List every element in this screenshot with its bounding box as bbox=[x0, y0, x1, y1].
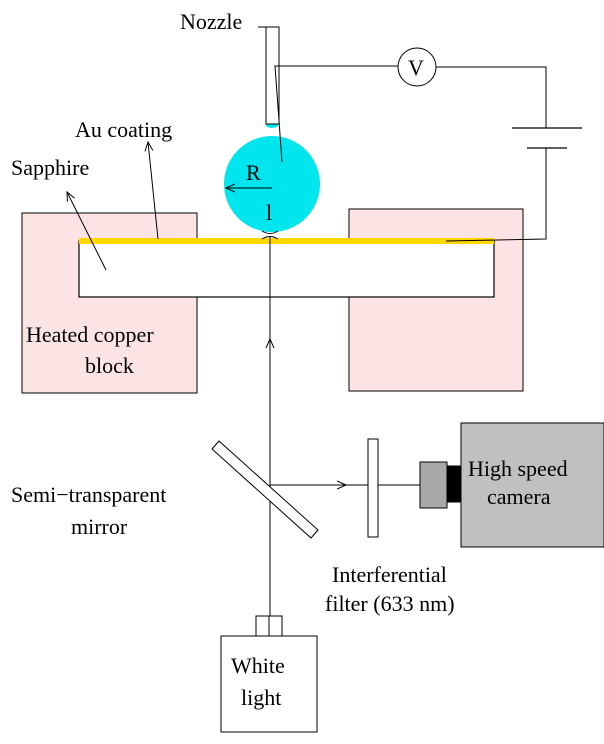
semi-transparent-mirror bbox=[211, 440, 319, 539]
electrode-wire bbox=[274, 65, 283, 163]
white-light-source bbox=[220, 635, 318, 733]
droplet bbox=[224, 136, 320, 232]
interferential-filter bbox=[367, 438, 379, 538]
circuit-wire-bottom bbox=[445, 148, 547, 242]
camera-lens-outer bbox=[419, 461, 448, 509]
camera-body bbox=[460, 422, 604, 548]
au-coating-label: Au coating bbox=[75, 117, 172, 142]
right-copper-block bbox=[348, 208, 524, 392]
light-label-line2: light bbox=[241, 685, 281, 710]
heated-block-label-line1: Heated copper bbox=[26, 322, 154, 347]
nozzle-label: Nozzle bbox=[180, 9, 242, 34]
sapphire-arrow bbox=[67, 192, 107, 271]
light-label-line1: White bbox=[231, 653, 285, 678]
mirror-label-line1: Semi−transparent bbox=[11, 482, 166, 507]
circuit-wire-top bbox=[274, 65, 398, 68]
camera-label-line2: camera bbox=[487, 484, 551, 509]
l-label: l bbox=[266, 200, 272, 225]
camera-lens-inner bbox=[446, 465, 462, 503]
sapphire-label: Sapphire bbox=[11, 155, 89, 180]
au-coating-arrow bbox=[148, 142, 159, 240]
mirror-label-line2: mirror bbox=[71, 514, 128, 539]
heated-block-label-line2: block bbox=[85, 353, 134, 378]
radius-label: R bbox=[246, 160, 261, 185]
voltmeter-label: V bbox=[408, 55, 424, 80]
circuit-wire-right bbox=[436, 66, 547, 128]
filter-label-line1: Interferential bbox=[332, 562, 447, 587]
filter-label-line2: filter (633 nm) bbox=[325, 591, 455, 616]
nozzle bbox=[265, 26, 280, 125]
sapphire-plate bbox=[78, 240, 495, 298]
camera-label-line1: High speed bbox=[468, 456, 568, 481]
